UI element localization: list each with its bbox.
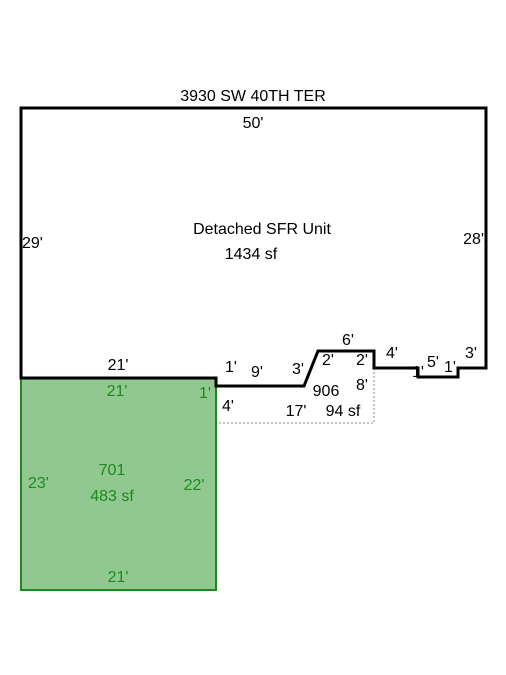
dim-seg-2b: 2' bbox=[356, 352, 368, 369]
area-701-dim-right: 22' bbox=[184, 477, 205, 494]
dim-seg-9: 9' bbox=[251, 364, 263, 381]
area-701-dim-left: 23' bbox=[28, 475, 49, 492]
dim-left: 29' bbox=[22, 235, 43, 252]
dim-seg-2a: 2' bbox=[322, 352, 334, 369]
area-701-shape bbox=[20, 377, 217, 591]
dim-right: 28' bbox=[463, 231, 484, 248]
main-unit-area: 1434 sf bbox=[225, 246, 278, 263]
dim-seg-1: 1' bbox=[225, 359, 237, 376]
dim-seg-3b: 3' bbox=[465, 345, 477, 362]
area-701-dim-top: 21' bbox=[107, 383, 128, 400]
dim-seg-6: 6' bbox=[342, 332, 354, 349]
area-906-dim-right: 8' bbox=[356, 377, 368, 394]
area-701-area: 483 sf bbox=[90, 488, 134, 505]
main-unit-name: Detached SFR Unit bbox=[193, 221, 331, 238]
area-701-dim-bottom: 21' bbox=[108, 569, 129, 586]
area-701-dim-corner: 1' bbox=[199, 385, 211, 402]
area-906-code: 906 bbox=[313, 383, 340, 400]
dim-top: 50' bbox=[243, 115, 264, 132]
dim-seg-5: 5' bbox=[427, 354, 439, 371]
address-label: 3930 SW 40TH TER bbox=[180, 88, 326, 105]
area-906-outline bbox=[215, 366, 375, 424]
area-906-dim-left: 4' bbox=[222, 398, 234, 415]
main-unit-outline bbox=[19, 106, 488, 388]
dim-bottom-left: 21' bbox=[108, 357, 129, 374]
area-906-dim-bottom: 17' bbox=[286, 403, 307, 420]
dim-seg-3: 3' bbox=[292, 361, 304, 378]
dim-seg-1b: 1' bbox=[412, 364, 424, 381]
dim-seg-4: 4' bbox=[386, 345, 398, 362]
area-701-code: 701 bbox=[99, 462, 126, 479]
dim-seg-1c: 1' bbox=[444, 359, 456, 376]
area-906-area: 94 sf bbox=[326, 403, 361, 420]
